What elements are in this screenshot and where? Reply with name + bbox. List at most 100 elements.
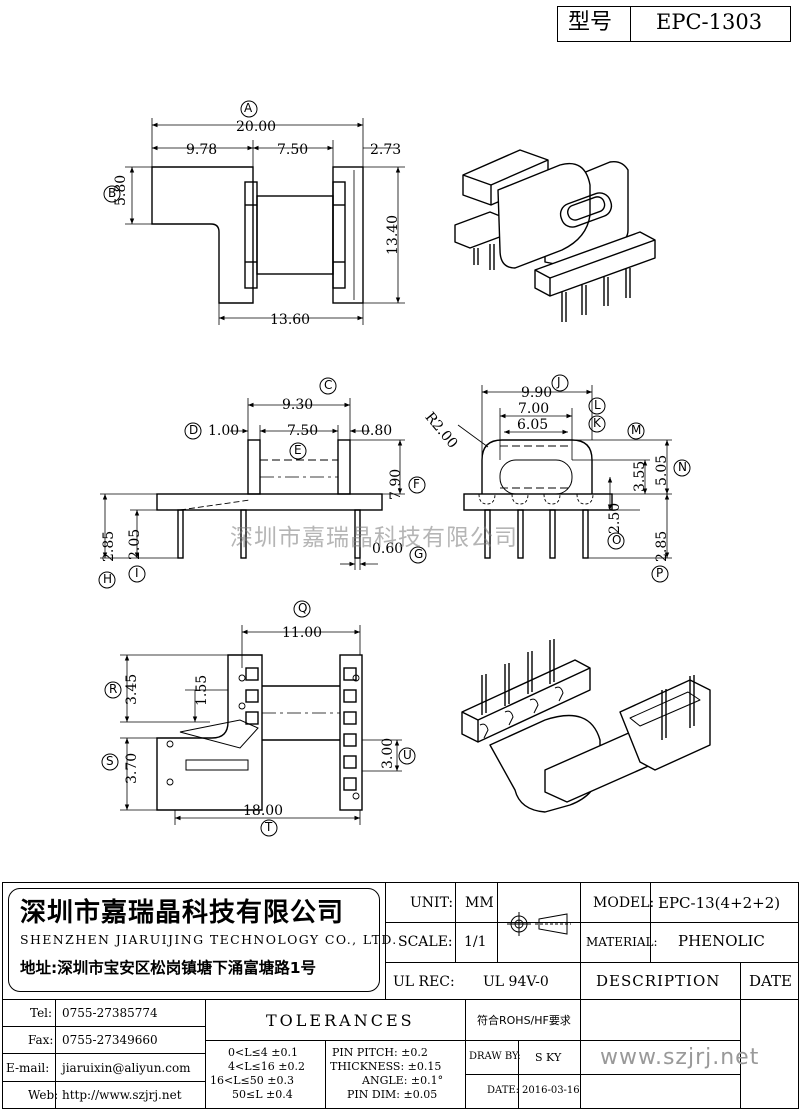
- rohs-note: 符合ROHS/HF要求: [477, 1014, 571, 1027]
- technical-drawing: [98, 100, 711, 837]
- scale-value: 1/1: [464, 934, 487, 950]
- dim-6-05: 6.05: [517, 417, 549, 433]
- dim-2-50: 2.50: [607, 502, 623, 534]
- tb-hline-1026: [2, 1026, 205, 1027]
- tb-hline-1040b: [580, 1040, 740, 1041]
- date-value: 2016-03-16: [522, 1085, 580, 1096]
- dim-7-50-front: 7.50: [287, 423, 319, 439]
- draw-by-value: S KY: [535, 1051, 562, 1064]
- tb-vline-465: [465, 999, 466, 1109]
- marker-b: B: [108, 186, 117, 200]
- marker-i: I: [135, 566, 139, 580]
- dim-2-85-side: 2.85: [654, 530, 670, 562]
- marker-u: U: [403, 748, 412, 762]
- dim-3-55: 3.55: [632, 460, 648, 492]
- tel-label: Tel:: [30, 1006, 53, 1020]
- marker-j: J: [557, 375, 561, 389]
- marker-n: N: [678, 460, 687, 474]
- dim-0-60: 0.60: [372, 541, 404, 557]
- marker-l: L: [594, 398, 601, 412]
- tol-row-1: 0<L≤4 ±0.1: [228, 1046, 298, 1059]
- tb-hline-922: [385, 922, 650, 923]
- company-name-en: SHENZHEN JIARUIJING TECHNOLOGY CO., LTD.: [20, 932, 398, 947]
- tb-vline-580c: [580, 999, 581, 1109]
- dim-7-00: 7.00: [518, 401, 550, 417]
- fax-label: Fax:: [28, 1033, 54, 1047]
- marker-q: Q: [298, 601, 308, 615]
- tb-vline-325: [325, 1040, 326, 1109]
- site-url[interactable]: www.szjrj.net: [600, 1045, 760, 1070]
- dim-3-70: 3.70: [124, 752, 140, 784]
- side-view: [463, 439, 613, 559]
- model-header-value: EPC-1303: [656, 10, 763, 34]
- marker-a: A: [244, 101, 253, 115]
- dim-7-90: 7.90: [388, 468, 404, 500]
- marker-k: K: [593, 416, 601, 430]
- tb-hline-1074: [465, 1074, 580, 1075]
- dim-11-00: 11.00: [282, 625, 323, 641]
- material-value: PHENOLIC: [678, 932, 765, 950]
- title-block-frame: [2, 882, 799, 1109]
- marker-f: F: [413, 477, 420, 491]
- marker-s: S: [106, 754, 114, 768]
- tel-value: 0755-27385774: [62, 1006, 158, 1020]
- tolerances-label: TOLERANCES: [266, 1011, 415, 1030]
- dim-9-90: 9.90: [521, 385, 553, 401]
- dim-2-05: 2.05: [127, 528, 143, 560]
- dim-7-50-top: 7.50: [277, 142, 309, 158]
- marker-t: T: [265, 820, 273, 834]
- pin-row-2: THICKNESS: ±0.15: [330, 1060, 442, 1073]
- dim-13-40: 13.40: [385, 214, 401, 255]
- tb-hline-999: [2, 999, 799, 1000]
- draw-by-label: DRAW BY:: [469, 1051, 521, 1062]
- dim-3-00: 3.00: [380, 737, 396, 769]
- pin-row-4: PIN DIM: ±0.05: [347, 1088, 438, 1101]
- company-address: 地址:深圳市宝安区松岗镇塘下涌富塘路1号: [20, 959, 316, 977]
- watermark: 深圳市嘉瑞晶科技有限公司: [230, 525, 518, 551]
- tb-vline-580b: [580, 962, 581, 999]
- dim-1-00: 1.00: [208, 423, 240, 439]
- dim-1-55: 1.55: [194, 674, 210, 706]
- bottom-view-dims: [120, 625, 402, 825]
- dim-9-78: 9.78: [186, 142, 218, 158]
- tb-hline-1081: [2, 1081, 205, 1082]
- company-name-cn: 深圳市嘉瑞晶科技有限公司: [20, 898, 345, 928]
- tb-hline-962: [385, 962, 799, 963]
- dim-a-20: 20.00: [236, 119, 277, 135]
- top-view: [151, 166, 364, 304]
- iso-view-bottom: [461, 639, 711, 813]
- dim-18-00: 18.00: [243, 803, 284, 819]
- model-header-label: 型号: [568, 10, 613, 35]
- tb-hline-922b: [580, 922, 799, 923]
- marker-c: C: [324, 378, 333, 392]
- marker-m: M: [631, 423, 642, 437]
- tb-hline-1040: [205, 1040, 580, 1041]
- tb-vline-55: [55, 999, 56, 1109]
- marker-d: D: [189, 423, 199, 437]
- tol-row-3: 16<L≤50 ±0.3: [210, 1074, 294, 1087]
- unit-label: UNIT:: [410, 895, 454, 911]
- marker-p: P: [656, 566, 664, 580]
- tol-row-4: 50≤L ±0.4: [232, 1088, 293, 1101]
- tb-vline-205: [205, 999, 206, 1109]
- unit-value: MM: [465, 895, 494, 911]
- marker-r: R: [109, 682, 118, 696]
- dim-3-45: 3.45: [124, 673, 140, 705]
- marker-o: O: [612, 533, 622, 547]
- dim-2-85-front: 2.85: [101, 530, 117, 562]
- web-value[interactable]: http://www.szjrj.net: [62, 1088, 182, 1102]
- marker-h: H: [103, 572, 113, 586]
- description-label: DESCRIPTION: [596, 972, 721, 990]
- fax-value: 0755-27349660: [62, 1033, 158, 1047]
- tol-row-2: 4<L≤16 ±0.2: [228, 1060, 305, 1073]
- projection-symbol-icon: [507, 912, 571, 936]
- dim-0-80: 0.80: [361, 423, 393, 439]
- pin-row-3: ANGLE: ±0.1°: [362, 1074, 444, 1087]
- company-box: [8, 888, 380, 992]
- ul-rec-value: UL 94V-0: [483, 974, 549, 990]
- tb-hline-1053: [2, 1053, 205, 1054]
- date-header-label: DATE: [749, 972, 792, 990]
- dim-13-60: 13.60: [270, 312, 311, 328]
- tb-hline-1074b: [580, 1074, 740, 1075]
- email-value[interactable]: jiaruixin@aliyun.com: [62, 1061, 191, 1075]
